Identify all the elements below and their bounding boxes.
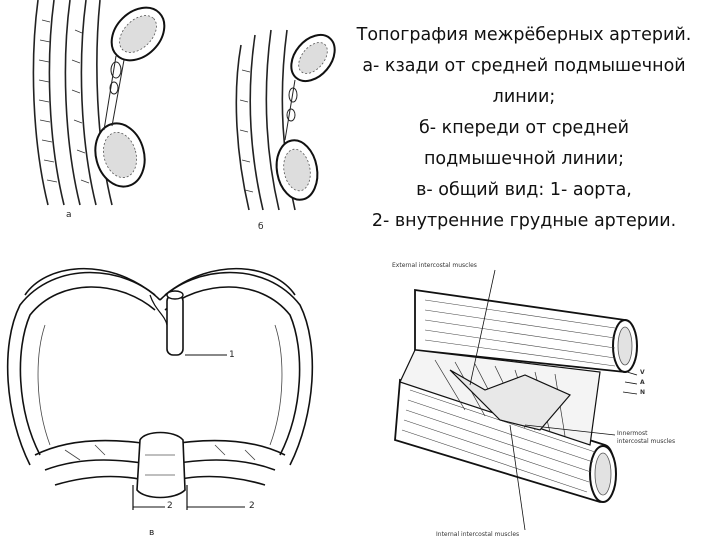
figure-intercostal-muscles xyxy=(394,269,638,531)
vessel-n-label: N xyxy=(640,389,646,396)
vessel-a-label: A xyxy=(640,379,645,386)
internal-intercostal-label: Internal intercostal muscles xyxy=(436,531,520,538)
aorta-number: 1 xyxy=(229,350,235,360)
figure-v-label: в xyxy=(149,528,155,538)
external-intercostal-label: External intercostal muscles xyxy=(392,262,477,269)
figure-v-thoracic-cage xyxy=(6,267,314,510)
caption-line-7: 2- внутренние грудные артерии. xyxy=(371,211,677,231)
caption-line-3: линии; xyxy=(492,87,556,107)
caption-line-2: а- кзади от средней подмышечной xyxy=(362,56,686,76)
caption-line-1: Топография межрёберных артерий. xyxy=(356,25,692,45)
figure-a-label: а xyxy=(66,210,72,220)
innermost-label-line-1: Innermost xyxy=(617,430,648,437)
figure-b-intercostal-section xyxy=(235,29,336,211)
figure-a-intercostal-section xyxy=(32,0,166,206)
figure-b-label: б xyxy=(258,222,264,232)
caption-line-5: подмышечной линии; xyxy=(423,149,625,169)
vessel-v-label: V xyxy=(640,369,645,376)
figure-caption: Топография межрёберных артерий. а- кзади… xyxy=(338,20,710,237)
caption-line-4: б- кпереди от средней xyxy=(419,118,629,138)
innermost-label-line-2: intercostal muscles xyxy=(617,438,676,445)
internal-thoracic-right-number: 2 xyxy=(249,501,255,511)
caption-line-6: в- общий вид: 1- аорта, xyxy=(416,180,632,200)
internal-thoracic-left-number: 2 xyxy=(167,501,173,511)
